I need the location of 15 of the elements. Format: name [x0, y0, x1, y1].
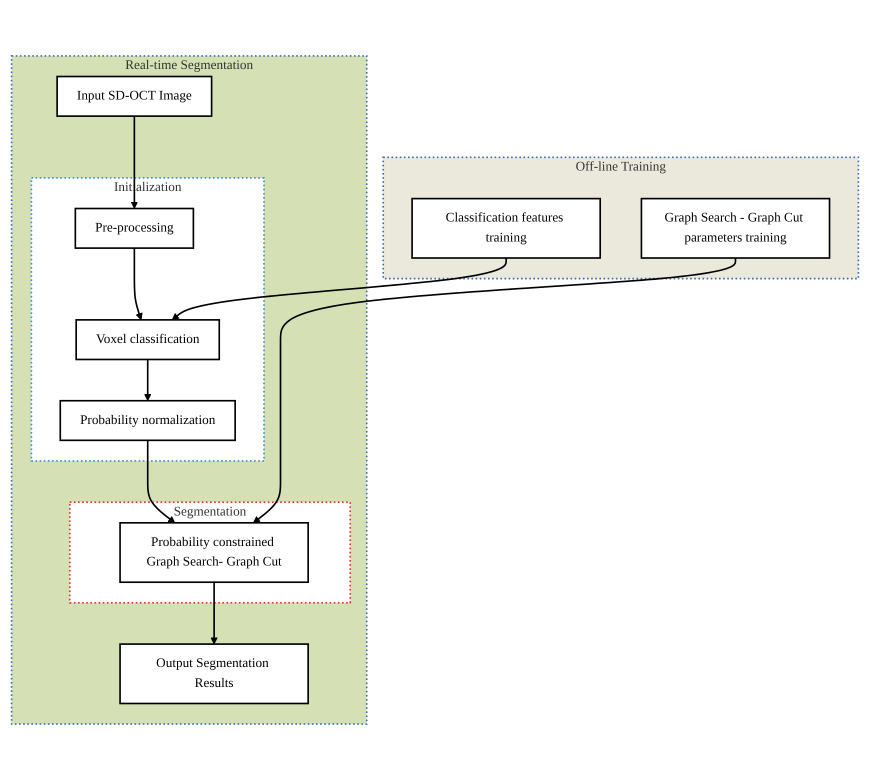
arrow	[172, 258, 507, 320]
node-box: Pre-processing	[74, 208, 194, 249]
node-box: Graph Search - Graph Cut parameters training	[640, 198, 830, 259]
arrow	[130, 116, 138, 209]
node-box: Input SD-OCT Image	[56, 76, 212, 117]
node-box: Probability constrained Graph Search- Graph Cut	[119, 522, 309, 584]
node-box: Output Segmentation Results	[119, 643, 309, 704]
arrow	[144, 359, 152, 402]
node-box: Probability normalization	[59, 400, 236, 442]
node-box: Classification features training	[411, 198, 602, 259]
node-box: Voxel classification	[75, 319, 220, 360]
arrow	[252, 258, 736, 524]
arrow	[210, 582, 218, 644]
arrow	[146, 440, 176, 524]
arrow	[134, 248, 143, 320]
